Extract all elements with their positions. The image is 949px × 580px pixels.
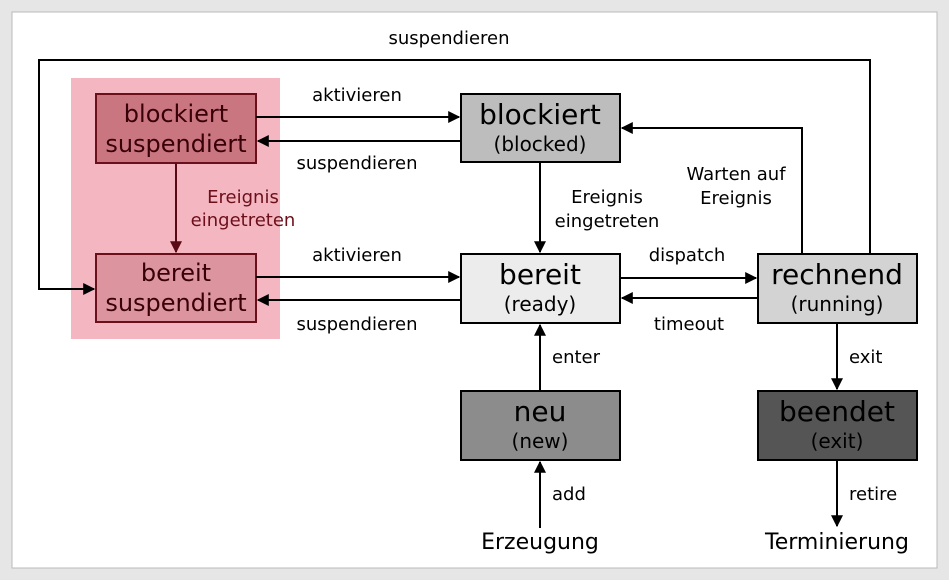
- state-label: beendet: [779, 395, 895, 428]
- label-ereignis-left-2: eingetreten: [191, 210, 296, 231]
- state-beendet: beendet (exit): [757, 390, 918, 461]
- state-rechnend: rechnend (running): [757, 253, 918, 324]
- label-retire: retire: [849, 484, 897, 505]
- state-sublabel: (exit): [811, 429, 864, 453]
- state-label: bereit: [141, 259, 211, 287]
- state-label: bereit: [499, 258, 581, 291]
- label-timeout: timeout: [654, 314, 724, 335]
- label-enter: enter: [552, 347, 601, 368]
- label-aktivieren-lower: aktivieren: [312, 245, 402, 266]
- label-dispatch: dispatch: [649, 245, 726, 266]
- state-sublabel: (new): [512, 429, 569, 453]
- state-blockiert: blockiert (blocked): [460, 93, 621, 163]
- label-exit: exit: [849, 347, 882, 368]
- state-bereit-suspendiert: bereit suspendiert: [95, 253, 257, 323]
- state-label: neu: [514, 395, 567, 428]
- label-terminierung: Terminierung: [764, 530, 909, 555]
- state-sublabel: suspendiert: [105, 130, 246, 158]
- label-ereignis-mid-1: Ereignis: [571, 187, 643, 208]
- label-add: add: [552, 484, 586, 505]
- state-blockiert-suspendiert: blockiert suspendiert: [95, 93, 257, 164]
- label-suspendieren-lower: suspendieren: [296, 314, 417, 335]
- state-sublabel: (blocked): [494, 132, 587, 156]
- state-sublabel: suspendiert: [105, 289, 246, 317]
- state-label: blockiert: [479, 98, 601, 131]
- label-suspendieren-upper: suspendieren: [296, 153, 417, 174]
- label-warten-2: Ereignis: [700, 188, 772, 209]
- label-warten-1: Warten auf: [686, 164, 786, 185]
- state-bereit: bereit (ready): [460, 253, 621, 324]
- arrow-suspendieren-top: [38, 59, 871, 295]
- label-aktivieren-top: aktivieren: [312, 85, 402, 106]
- label-ereignis-mid-2: eingetreten: [555, 211, 660, 232]
- label-suspendieren-top: suspendieren: [388, 28, 509, 49]
- label-erzeugung: Erzeugung: [481, 530, 599, 555]
- state-sublabel: (ready): [504, 292, 576, 316]
- state-label: rechnend: [771, 258, 903, 291]
- state-label: blockiert: [124, 100, 228, 128]
- label-ereignis-left-1: Ereignis: [207, 187, 279, 208]
- arrow-warten-auf-ereignis: [620, 122, 803, 254]
- state-neu: neu (new): [460, 390, 621, 461]
- state-sublabel: (running): [791, 292, 884, 316]
